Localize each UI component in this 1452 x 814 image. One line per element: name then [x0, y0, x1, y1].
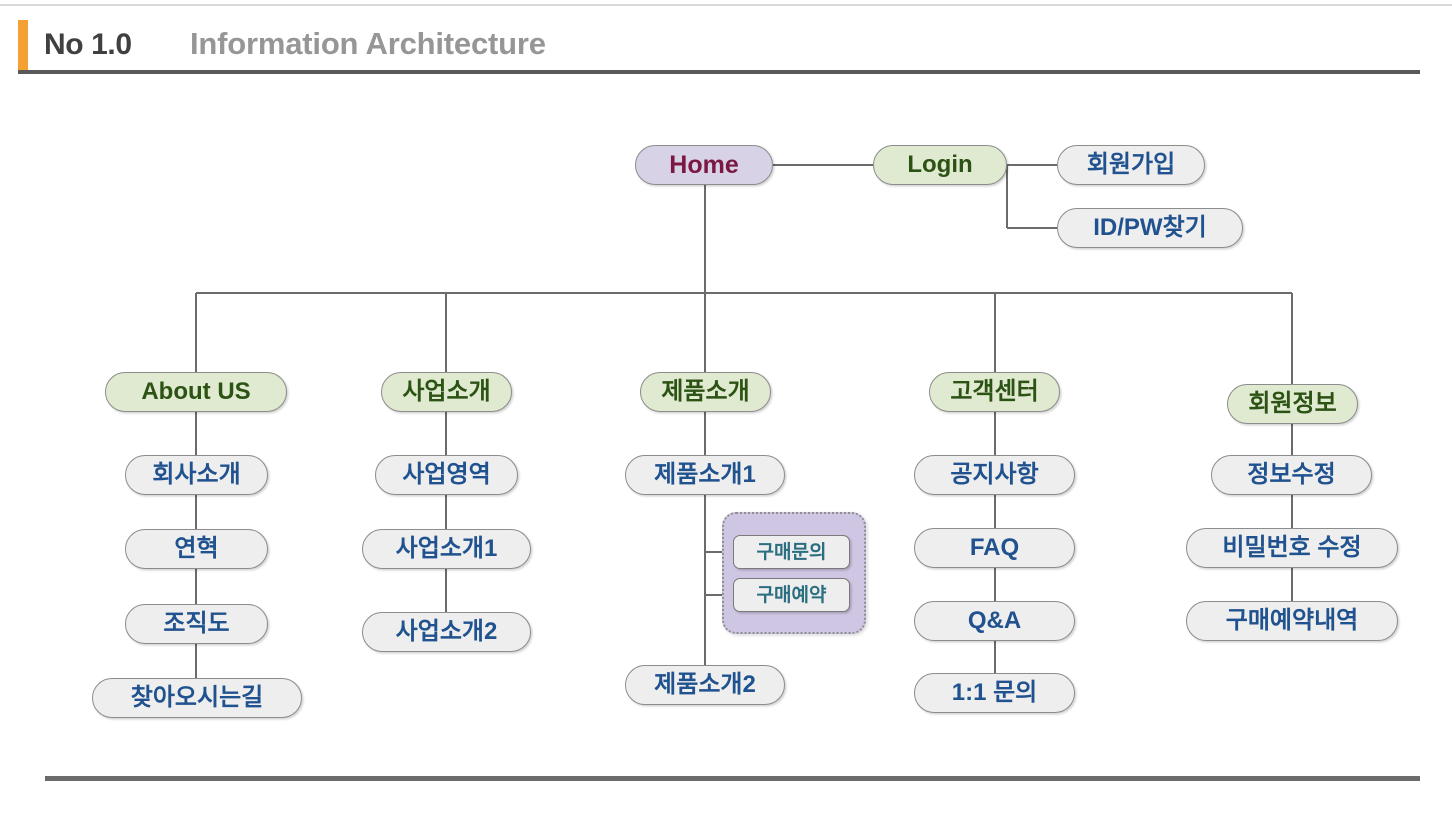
node-qna[interactable]: Q&A — [914, 601, 1075, 641]
node-purchase-inquiry[interactable]: 구매문의 — [733, 535, 850, 569]
node-org-chart[interactable]: 조직도 — [125, 604, 268, 644]
node-signup[interactable]: 회원가입 — [1057, 145, 1205, 185]
node-product-intro-1[interactable]: 제품소개1 — [625, 455, 785, 495]
node-business-intro[interactable]: 사업소개 — [381, 372, 512, 412]
node-directions[interactable]: 찾아오시는길 — [92, 678, 302, 718]
group-box-purchase — [722, 512, 866, 634]
footer-divider — [45, 776, 1420, 781]
page-title: Information Architecture — [190, 26, 546, 61]
header-top-divider — [0, 4, 1452, 6]
node-business-intro-2[interactable]: 사업소개2 — [362, 612, 531, 652]
header-bottom-divider — [18, 70, 1420, 74]
node-business-intro-1[interactable]: 사업소개1 — [362, 529, 531, 569]
node-company-intro[interactable]: 회사소개 — [125, 455, 268, 495]
node-purchase-history[interactable]: 구매예약내역 — [1186, 601, 1398, 641]
node-product-intro-2[interactable]: 제품소개2 — [625, 665, 785, 705]
page-number: No 1.0 — [44, 28, 132, 61]
node-customer-center[interactable]: 고객센터 — [929, 372, 1060, 412]
node-change-password[interactable]: 비밀번호 수정 — [1186, 528, 1398, 568]
header-accent-bar — [18, 20, 28, 72]
node-login[interactable]: Login — [873, 145, 1007, 185]
node-edit-info[interactable]: 정보수정 — [1211, 455, 1372, 495]
node-product-intro[interactable]: 제품소개 — [640, 372, 771, 412]
node-purchase-reservation[interactable]: 구매예약 — [733, 578, 850, 612]
node-about-us[interactable]: About US — [105, 372, 287, 412]
node-business-area[interactable]: 사업영역 — [375, 455, 518, 495]
node-history[interactable]: 연혁 — [125, 529, 268, 569]
node-member-info[interactable]: 회원정보 — [1227, 384, 1358, 424]
node-one-to-one-inquiry[interactable]: 1:1 문의 — [914, 673, 1075, 713]
node-notice[interactable]: 공지사항 — [914, 455, 1075, 495]
node-faq[interactable]: FAQ — [914, 528, 1075, 568]
node-home[interactable]: Home — [635, 145, 773, 185]
node-find-id-pw[interactable]: ID/PW찾기 — [1057, 208, 1243, 248]
